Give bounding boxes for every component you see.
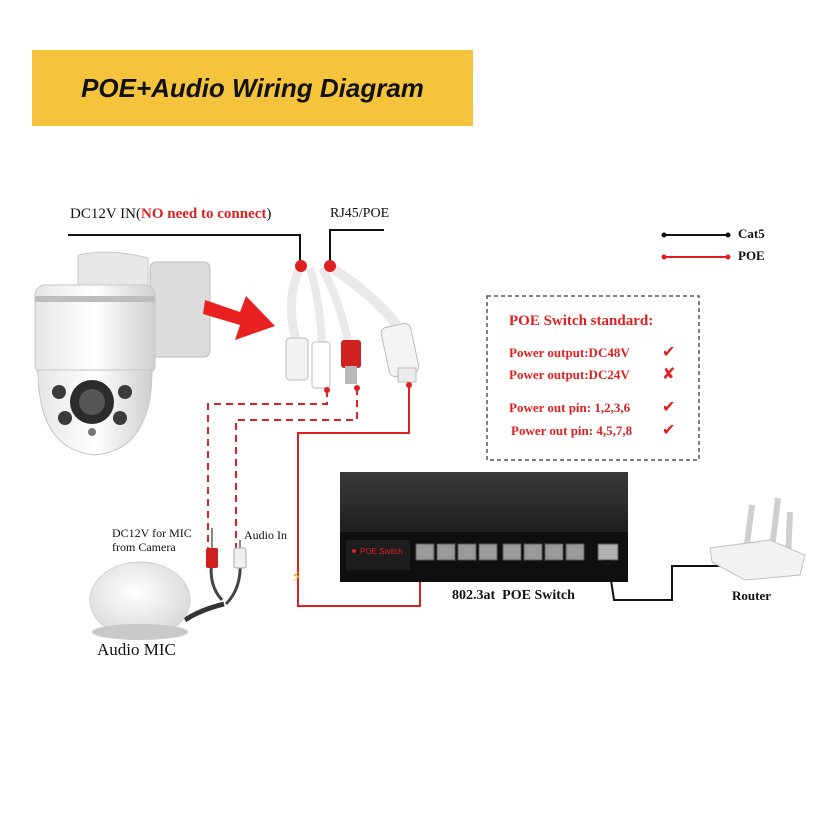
standard-title: POE Switch standard: [509, 313, 654, 329]
title-banner: POE+Audio Wiring Diagram [32, 50, 473, 126]
router [709, 497, 806, 581]
legend-cat5-label: Cat5 [738, 226, 765, 241]
cat5-line [607, 559, 730, 601]
check-icon: ✔ [662, 397, 676, 416]
dc12v-label: DC12V IN(NO need to connect) [70, 206, 272, 222]
standard-box [486, 295, 700, 461]
dc12v-lead-line [68, 234, 301, 262]
dc12v-note: NO need to connect [140, 206, 267, 222]
diagram-title: POE+Audio Wiring Diagram [81, 72, 424, 103]
camera-pigtail-cables [285, 260, 420, 389]
standard-row-1: Power output:DC48V [509, 345, 630, 360]
poe-solid-line [297, 385, 421, 607]
break-mark-icon: ⚡ [291, 567, 302, 586]
switch-badge: POE Switch [360, 547, 403, 556]
standard-row-3: Power out pin: 1,2,3,6 [509, 400, 631, 415]
poe-dashed-lines [207, 388, 358, 548]
poe-switch [340, 472, 628, 582]
check-icon: ✔ [662, 342, 676, 361]
ptz-camera [34, 251, 211, 456]
check-icon: ✔ [662, 420, 676, 439]
audio-mic-label: Audio MIC [97, 640, 176, 659]
audio-in-label: Audio In [244, 528, 287, 542]
rj45-lead-line [329, 229, 384, 262]
cross-icon: ✘ [662, 364, 676, 383]
audio-mic [89, 547, 247, 640]
rj45-label: RJ45/POE [330, 206, 390, 221]
legend-lines [661, 232, 731, 260]
switch-model-label: 802.3at POE Switch [452, 588, 575, 603]
standard-row-2: Power output:DC24V [509, 367, 630, 382]
router-label: Router [732, 588, 771, 603]
red-arrow-icon [203, 296, 275, 340]
legend-poe-label: POE [738, 248, 765, 263]
mic-power-label: DC12V for MIC from Camera [112, 526, 192, 554]
standard-row-4: Power out pin: 4,5,7,8 [511, 423, 633, 438]
